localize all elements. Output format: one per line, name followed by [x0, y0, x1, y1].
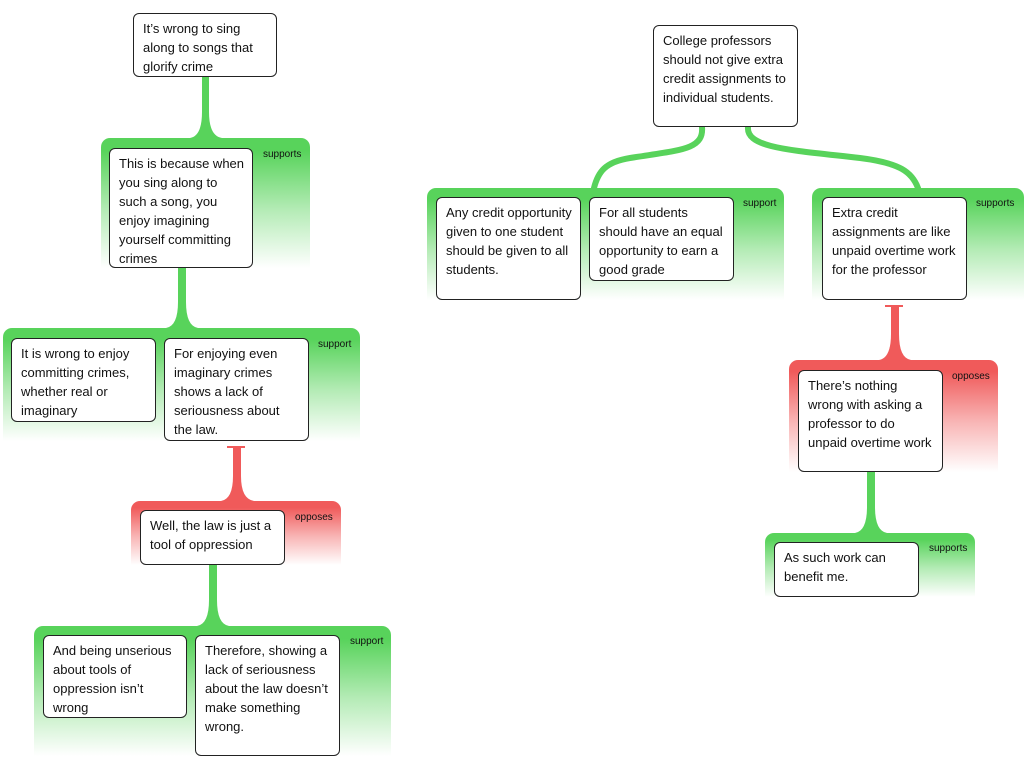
claim-box-c13[interactable]: As such work can benefit me. [774, 542, 919, 597]
connector-r4 [197, 565, 229, 626]
relation-label-r7: opposes [952, 371, 990, 382]
claim-text-c8: College professors should not give extra… [663, 33, 786, 105]
connector-r7 [879, 307, 911, 360]
claim-text-c5: Well, the law is just a tool of oppressi… [150, 518, 272, 552]
claim-box-c2[interactable]: This is because when you sing along to s… [109, 148, 253, 268]
connector-r5 [591, 124, 706, 191]
claim-box-c1[interactable]: It’s wrong to sing along to songs that g… [133, 13, 277, 77]
claim-box-c5[interactable]: Well, the law is just a tool of oppressi… [140, 510, 285, 565]
claim-text-c7: Therefore, showing a lack of seriousness… [205, 643, 328, 734]
claim-box-c12[interactable]: There’s nothing wrong with asking a prof… [798, 370, 943, 472]
claim-text-c9: Any credit opportunity given to one stud… [446, 205, 572, 277]
connector-r3 [221, 448, 254, 501]
claim-text-c10: For all students should have an equal op… [599, 205, 723, 277]
relation-label-r4: support [350, 636, 384, 647]
connector-r6 [745, 124, 921, 191]
claim-text-c6: And being unserious about tools of oppre… [53, 643, 172, 715]
claim-text-c2: This is because when you sing along to s… [119, 156, 245, 266]
claim-box-c4[interactable]: For enjoying even imaginary crimes shows… [164, 338, 309, 441]
claim-box-c8[interactable]: College professors should not give extra… [653, 25, 798, 127]
relation-label-r3: opposes [295, 512, 333, 523]
oppose-marker-r3 [227, 446, 245, 448]
claim-box-c3[interactable]: It is wrong to enjoy committing crimes, … [11, 338, 156, 422]
relation-label-r6: supports [976, 198, 1015, 209]
claim-box-c10[interactable]: For all students should have an equal op… [589, 197, 734, 281]
claim-text-c3: It is wrong to enjoy committing crimes, … [21, 346, 130, 418]
connector-r1 [190, 77, 222, 138]
relation-label-r8: supports [929, 543, 968, 554]
relation-label-r2: support [318, 339, 352, 350]
claim-text-c1: It’s wrong to sing along to songs that g… [143, 21, 253, 74]
oppose-marker-r7 [885, 305, 903, 307]
claim-box-c6[interactable]: And being unserious about tools of oppre… [43, 635, 187, 718]
relation-label-r5: support [743, 198, 777, 209]
connector-r8 [855, 472, 887, 533]
claim-text-c4: For enjoying even imaginary crimes shows… [174, 346, 280, 437]
claim-box-c11[interactable]: Extra credit assignments are like unpaid… [822, 197, 967, 300]
claim-text-c13: As such work can benefit me. [784, 550, 886, 584]
claim-box-c9[interactable]: Any credit opportunity given to one stud… [436, 197, 581, 300]
claim-text-c12: There’s nothing wrong with asking a prof… [808, 378, 932, 450]
claim-box-c7[interactable]: Therefore, showing a lack of seriousness… [195, 635, 340, 756]
connector-r2 [166, 268, 198, 328]
claim-text-c11: Extra credit assignments are like unpaid… [832, 205, 956, 277]
relation-label-r1: supports [263, 149, 302, 160]
